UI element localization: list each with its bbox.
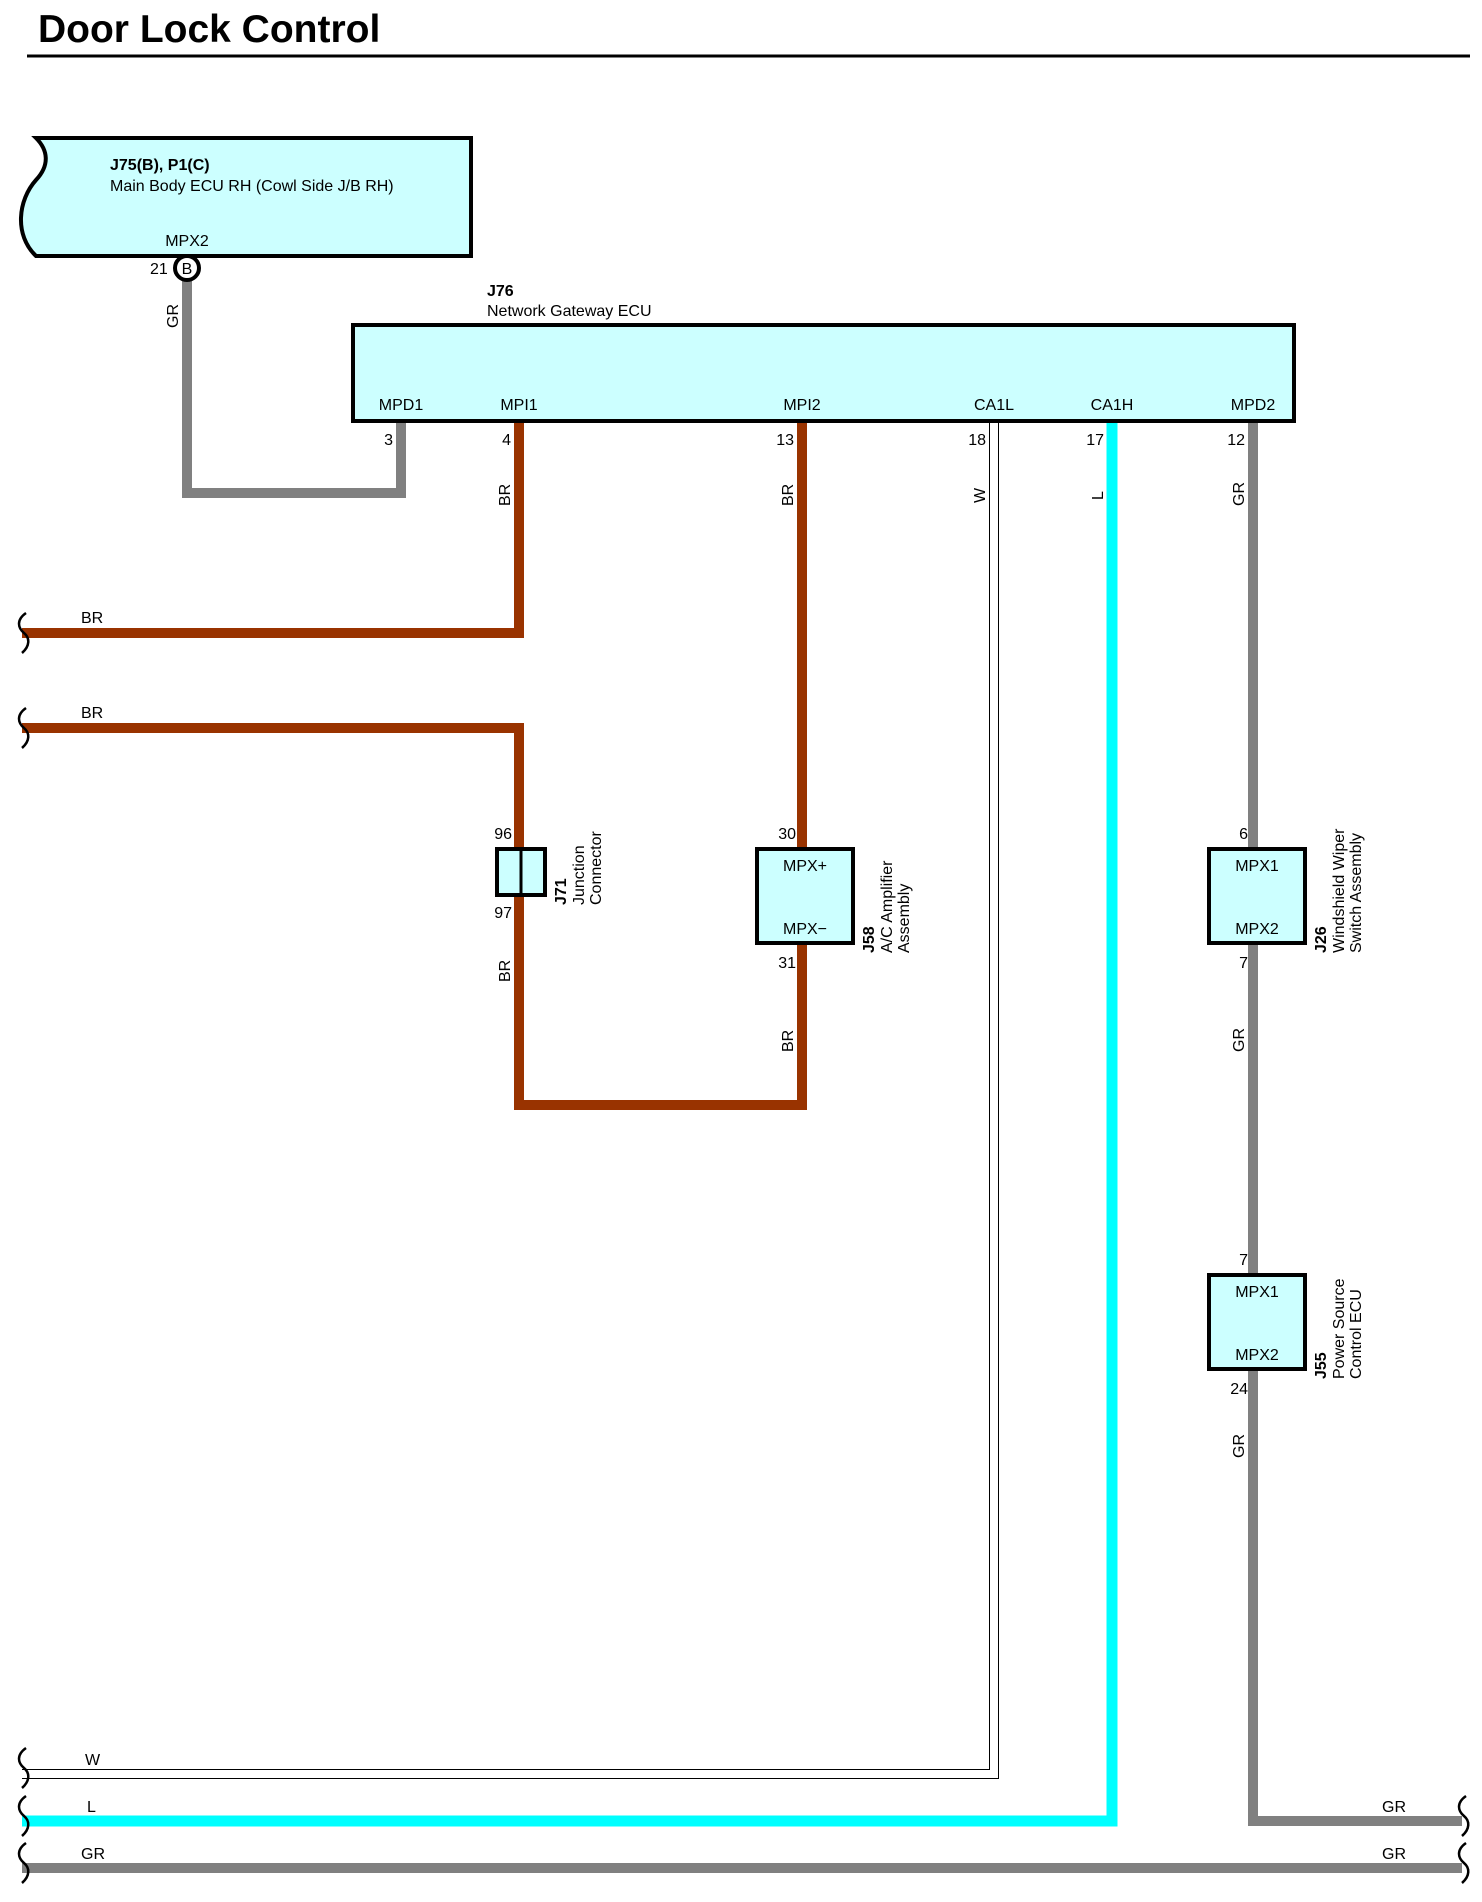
ac-amp-terminal-bottom: MPX− [783, 921, 827, 938]
wiper-name-1: Windshield Wiper [1331, 828, 1348, 953]
wire-l-ca1h [22, 420, 1118, 1827]
gateway-pin-18: 18 [968, 432, 986, 449]
main-body-ecu-terminal: MPX2 [165, 233, 209, 250]
wiper-pin-6: 6 [1239, 826, 1248, 843]
wire-label: BR [780, 484, 797, 506]
gateway-pin-12: 12 [1227, 432, 1245, 449]
wiper-pin-7: 7 [1239, 955, 1248, 972]
gateway-terminal-ca1l: CA1L [974, 397, 1014, 414]
ac-amp-terminal-top: MPX+ [783, 858, 827, 875]
power-terminal-top: MPX1 [1235, 1284, 1279, 1301]
wire-label: GR [81, 1846, 105, 1863]
wire-label: BR [497, 484, 514, 506]
power-terminal-bottom: MPX2 [1235, 1347, 1279, 1364]
gateway-pin-17: 17 [1086, 432, 1104, 449]
gateway-terminal-mpi1: MPI1 [500, 397, 537, 414]
power-name-2: Control ECU [1348, 1289, 1365, 1379]
junction-name-1: Junction [571, 845, 588, 905]
wire-w-ca1l [22, 420, 999, 1779]
power-pin-24: 24 [1230, 1381, 1248, 1398]
junction-code: J71 [553, 878, 570, 905]
break-mark [17, 1794, 30, 1837]
network-gateway-ecu[interactable]: J76 Network Gateway ECU MPD1 MPI1 MPI2 C… [351, 283, 1296, 449]
wiper-code: J26 [1313, 926, 1330, 953]
main-body-ecu-code: J75(B), P1(C) [110, 157, 210, 174]
wiper-terminal-bottom: MPX2 [1235, 921, 1279, 938]
gateway-terminal-mpd1: MPD1 [379, 397, 424, 414]
power-source-control-ecu[interactable]: MPX1 MPX2 7 24 J55 Power Source Control … [1207, 1252, 1365, 1398]
main-body-ecu-box [19, 136, 473, 258]
wire-br-mpi1 [22, 420, 524, 638]
gateway-box [351, 323, 1296, 423]
wire-label: GR [1382, 1799, 1406, 1816]
wire-label: L [87, 1799, 96, 1816]
gateway-pin-3: 3 [384, 432, 393, 449]
wiper-box [1207, 847, 1307, 945]
junction-name-2: Connector [588, 831, 605, 905]
main-body-ecu-connector: B [182, 261, 193, 278]
wiper-terminal-top: MPX1 [1235, 858, 1279, 875]
wire-label: GR [1231, 1028, 1248, 1052]
ac-amp-pin-30: 30 [778, 826, 796, 843]
wire-label: W [972, 487, 989, 503]
wire-label: GR [1382, 1846, 1406, 1863]
power-name-1: Power Source [1331, 1278, 1348, 1379]
main-body-ecu-pin: 21 [150, 261, 168, 278]
wire-br-left-j71 [22, 723, 524, 847]
wire-label: BR [780, 1030, 797, 1052]
wire-label: GR [1231, 482, 1248, 506]
junction-pin-97: 97 [494, 905, 512, 922]
ac-amp-code: J58 [861, 926, 878, 953]
power-code: J55 [1313, 1352, 1330, 1379]
ac-amp-name-1: A/C Amplifier [879, 860, 896, 953]
wiper-name-2: Switch Assembly [1348, 833, 1365, 953]
power-pin-7: 7 [1239, 1252, 1248, 1269]
gateway-code: J76 [487, 283, 514, 300]
wire-label: GR [1231, 1434, 1248, 1458]
wire-label: W [85, 1752, 101, 1769]
gateway-terminal-mpd2: MPD2 [1231, 397, 1276, 414]
power-box [1207, 1273, 1307, 1371]
junction-connector[interactable]: 96 97 J71 Junction Connector [494, 826, 605, 922]
connector-circle [173, 254, 201, 282]
wire-label: BR [81, 610, 103, 627]
break-mark [1457, 1841, 1470, 1884]
ac-amp-box [755, 847, 855, 945]
main-body-ecu[interactable]: J75(B), P1(C) Main Body ECU RH (Cowl Sid… [19, 136, 473, 282]
gateway-terminal-mpi2: MPI2 [783, 397, 820, 414]
junction-pin-96: 96 [494, 826, 512, 843]
wire-color-labels: GR BR BR W L GR BR BR BR BR GR GR W L GR… [81, 304, 1406, 1863]
wire-label: BR [497, 960, 514, 982]
ac-amp-pin-31: 31 [778, 955, 796, 972]
wire-w-ca1l-core [22, 420, 998, 1778]
windshield-wiper-switch-assembly[interactable]: MPX1 MPX2 6 7 J26 Windshield Wiper Switc… [1207, 826, 1365, 972]
ac-amplifier-assembly[interactable]: MPX+ MPX− 30 31 J58 A/C Amplifier Assemb… [755, 826, 913, 972]
wire-br-j71-j58 [514, 894, 807, 1110]
break-mark [1457, 1794, 1470, 1837]
main-body-ecu-name: Main Body ECU RH (Cowl Side J/B RH) [110, 178, 394, 195]
wire-label: GR [165, 304, 182, 328]
wire-label: L [1090, 491, 1107, 500]
wire-label: BR [81, 705, 103, 722]
gateway-pin-13: 13 [776, 432, 794, 449]
gateway-terminal-ca1h: CA1H [1091, 397, 1134, 414]
break-mark [17, 1746, 30, 1789]
break-mark [17, 706, 30, 749]
page-title: Door Lock Control [38, 8, 380, 51]
ac-amp-name-2: Assembly [896, 884, 913, 953]
break-mark [17, 1841, 30, 1884]
wire-break-marks [17, 611, 1470, 1884]
wire-gr-mpx2-mpd1 [182, 276, 406, 498]
wires [22, 276, 1462, 1873]
gateway-pin-4: 4 [502, 432, 511, 449]
wire-gr-j55-right [1248, 1368, 1462, 1826]
break-mark [17, 611, 30, 654]
gateway-name: Network Gateway ECU [487, 303, 652, 320]
